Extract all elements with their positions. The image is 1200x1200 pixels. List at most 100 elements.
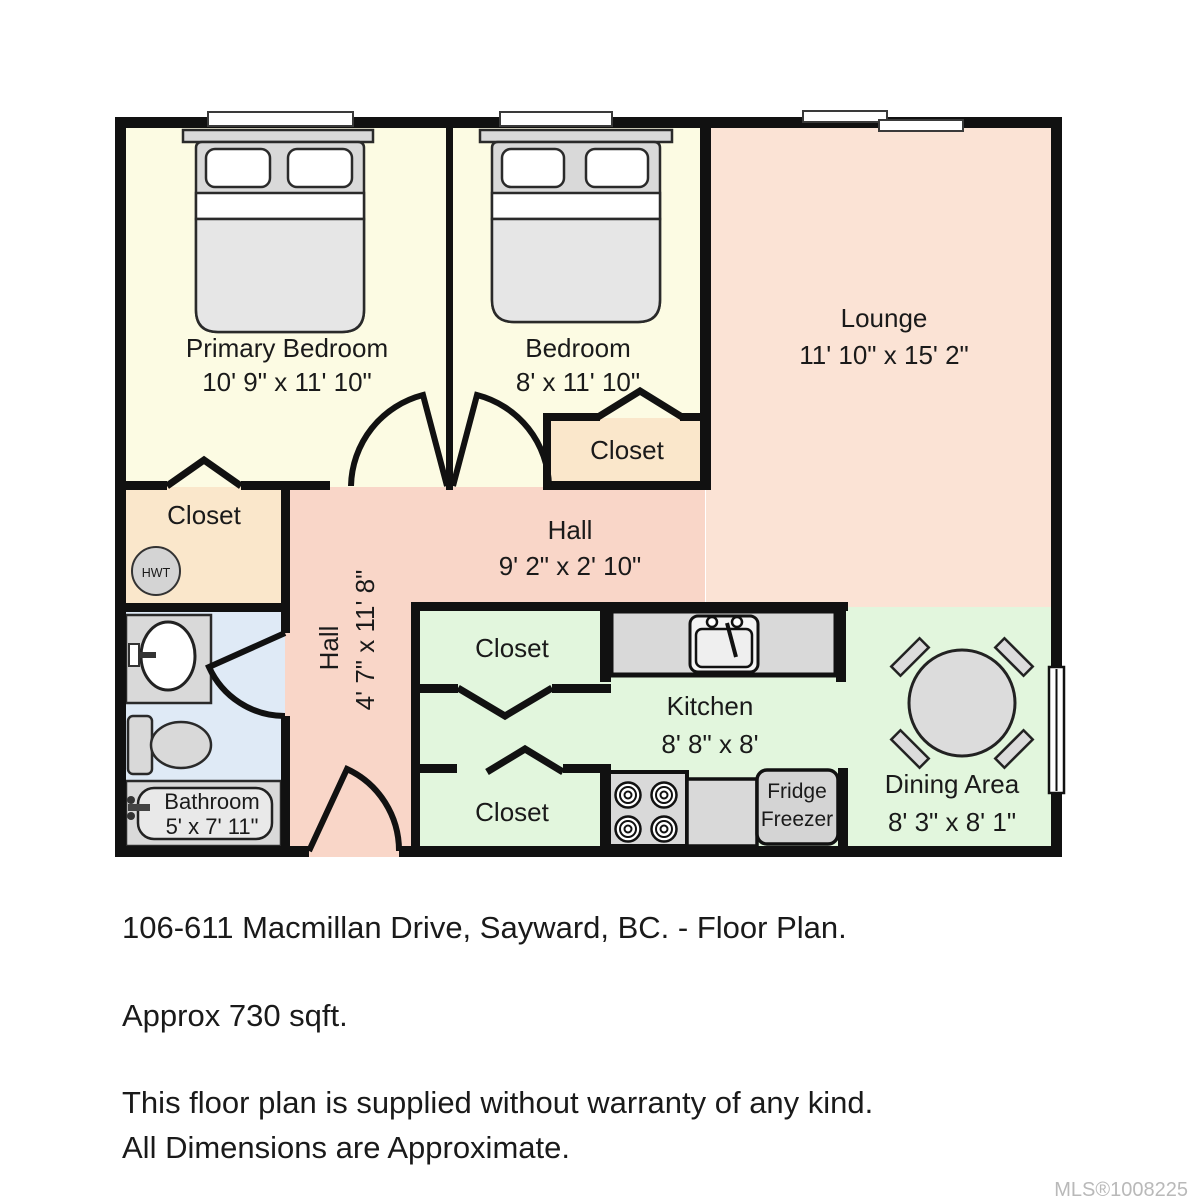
disclaimer-line1: This floor plan is supplied without warr…: [122, 1085, 873, 1120]
primary-bedroom-dims: 10' 9" x 11' 10": [202, 367, 372, 397]
bathroom-label: Bathroom: [164, 789, 259, 814]
wall-segment: [115, 846, 309, 857]
lounge-label: Lounge: [841, 303, 928, 333]
wall-segment: [399, 846, 1062, 857]
bathtub: [124, 779, 283, 848]
chair: [993, 636, 1035, 678]
pillow: [286, 147, 354, 189]
bed-headboard: [478, 128, 674, 144]
wall-segment: [281, 612, 290, 633]
hot-water-tank: HWT: [131, 546, 181, 596]
window: [207, 111, 354, 127]
chair: [889, 728, 931, 770]
sink-knob: [705, 615, 719, 629]
freezer-label: Freezer: [761, 808, 833, 831]
kitchen-lower-counter: [685, 777, 759, 848]
hall-upper-dims: 9' 2" x 2' 10": [499, 551, 642, 581]
kitchen-dims: 8' 8" x 8': [661, 729, 758, 759]
footer: 106-611 Macmillan Drive, Sayward, BC. - …: [122, 910, 1188, 1200]
wall-segment: [600, 770, 611, 846]
wall-segment: [417, 684, 458, 693]
bedroom-closet-bifold-door: [596, 386, 684, 420]
wall-segment: [836, 602, 846, 682]
wall-segment: [680, 413, 711, 421]
hall-lower-label: Hall: [314, 626, 344, 671]
wall-segment: [543, 413, 600, 421]
kitchen-sink-basin: [694, 627, 754, 669]
pillow: [500, 147, 566, 189]
fridge-freezer: Fridge Freezer: [755, 768, 840, 846]
kitchen-counter: [608, 608, 839, 678]
hall-upper-label: Hall: [548, 515, 593, 545]
bed-headboard: [181, 128, 375, 144]
upper-closet-bifold-door: [456, 684, 554, 721]
wall-segment: [446, 481, 453, 490]
bed-blanket: [194, 217, 366, 334]
wall-segment: [115, 481, 167, 490]
sink-faucet: [128, 643, 140, 667]
wall-segment: [411, 602, 420, 846]
wall-segment: [1051, 791, 1062, 857]
lounge-dims: 11' 10" x 15' 2": [799, 340, 969, 370]
area-text: Approx 730 sqft.: [122, 998, 348, 1033]
wall-segment: [281, 716, 290, 846]
bathtub-tap: [127, 796, 135, 804]
window: [499, 111, 613, 127]
address-title: 106-611 Macmillan Drive, Sayward, BC. - …: [122, 910, 847, 945]
chair: [889, 636, 931, 678]
entry-door: [306, 765, 403, 853]
wall-segment: [446, 117, 453, 490]
bedroom-label: Bedroom: [525, 333, 631, 363]
pillow: [584, 147, 650, 189]
lower-closet-bifold-door: [485, 744, 565, 775]
upper-closet-label: Closet: [475, 633, 549, 663]
wall-segment: [543, 413, 551, 490]
window-slider: [878, 119, 964, 132]
bed-blanket: [490, 217, 662, 324]
wall-segment: [281, 487, 290, 612]
stove-burners: [614, 781, 678, 843]
lower-closet-label: Closet: [475, 797, 549, 827]
mls-number: MLS®1008225: [1054, 1179, 1188, 1200]
wall-segment: [563, 764, 611, 773]
hall-closet-label: Closet: [167, 500, 241, 530]
bathroom-sink: [124, 613, 213, 705]
bedroom-closet-floor: [548, 418, 703, 486]
hwt-label: HWT: [142, 566, 171, 580]
wall-segment: [700, 117, 711, 490]
window-slider: [802, 110, 888, 123]
bathroom-dims: 5' x 7' 11": [166, 814, 259, 839]
primary-bedroom-label: Primary Bedroom: [186, 333, 388, 363]
second-bed: [478, 128, 674, 324]
doors: [164, 386, 684, 853]
wall-segment: [411, 764, 457, 773]
wall-segment: [115, 603, 290, 612]
bathtub-tap: [127, 812, 135, 820]
pillow: [204, 147, 272, 189]
wall-segment: [411, 602, 848, 611]
windows: [207, 110, 1066, 795]
bedroom-door: [450, 391, 552, 487]
kitchen-label: Kitchen: [667, 691, 754, 721]
dining-area-label: Dining Area: [885, 769, 1020, 799]
stove: [605, 770, 689, 848]
wall-segment: [543, 481, 711, 490]
dining-table: [907, 648, 1017, 758]
bathroom-door: [205, 630, 287, 720]
toilet-tank: [126, 714, 154, 776]
sink-faucet-lever: [725, 622, 738, 658]
dining-area-dims: 8' 3" x 8' 1": [888, 807, 1016, 837]
wall-segment: [838, 768, 848, 846]
hall-lower-dims: 4' 7" x 11' 8": [350, 570, 380, 711]
disclaimer-line2: All Dimensions are Approximate.: [122, 1130, 570, 1165]
wall-segment: [600, 602, 611, 682]
hall-closet-bifold-door: [164, 455, 244, 489]
room-labels: Primary Bedroom 10' 9" x 11' 10" Bedroom…: [164, 303, 1019, 839]
wall-segment: [552, 684, 611, 693]
toilet: [126, 714, 213, 776]
bed-sheet-fold: [194, 191, 366, 221]
bedroom-closet-label: Closet: [590, 435, 664, 465]
bathtub-spout: [128, 804, 150, 811]
